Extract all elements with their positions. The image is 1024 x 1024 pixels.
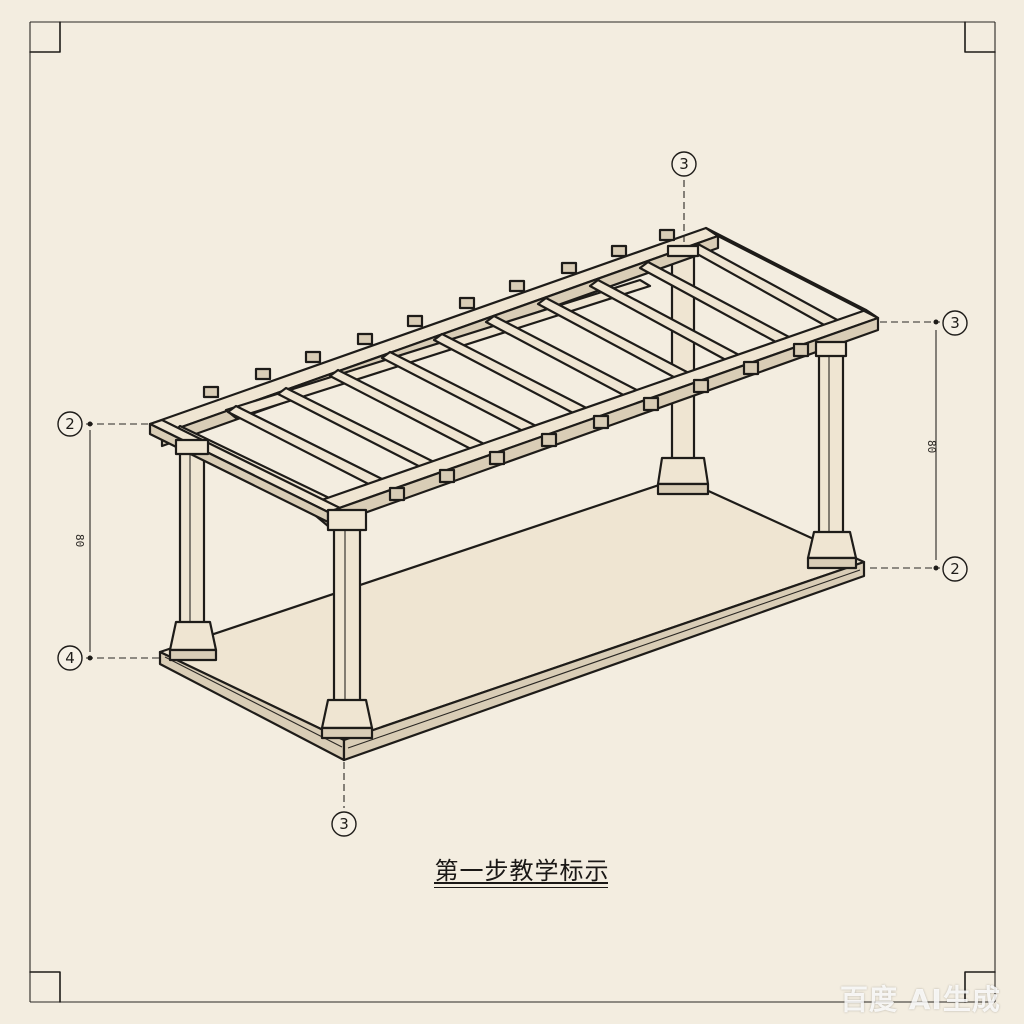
dimension-right-text: 80 [925,440,938,453]
callout-top-right-upper: 3 [671,151,697,177]
post-back-right [806,348,858,570]
callout-label: 3 [950,314,960,332]
post-capitals [174,244,848,456]
callout-right-lower: 2 [942,556,968,582]
callout-left-upper: 2 [57,411,83,437]
callout-top-right-side: 3 [942,310,968,336]
callout-label: 2 [65,415,75,433]
caption-underline-thin [434,887,608,888]
dimension-lines [86,180,940,808]
caption-underline [434,882,608,884]
dimension-left-text: 80 [73,534,86,547]
callout-bottom: 3 [331,811,357,837]
callout-left-lower: 4 [57,645,83,671]
purlin-ends-back [202,228,676,399]
post-front-left [168,446,218,662]
callout-label: 2 [950,560,960,578]
drawing-caption: 第一步教学标示 [434,857,610,885]
sheet-frame [29,21,996,1003]
purlin-ends-front [388,342,810,502]
post-front-right [320,508,374,740]
callout-label: 4 [65,649,75,667]
post-back-left [656,250,710,496]
ground-slab [158,476,866,762]
watermark: 百度 AI生成 [840,983,1001,1016]
callout-label: 3 [679,155,689,173]
callout-label: 3 [339,815,349,833]
